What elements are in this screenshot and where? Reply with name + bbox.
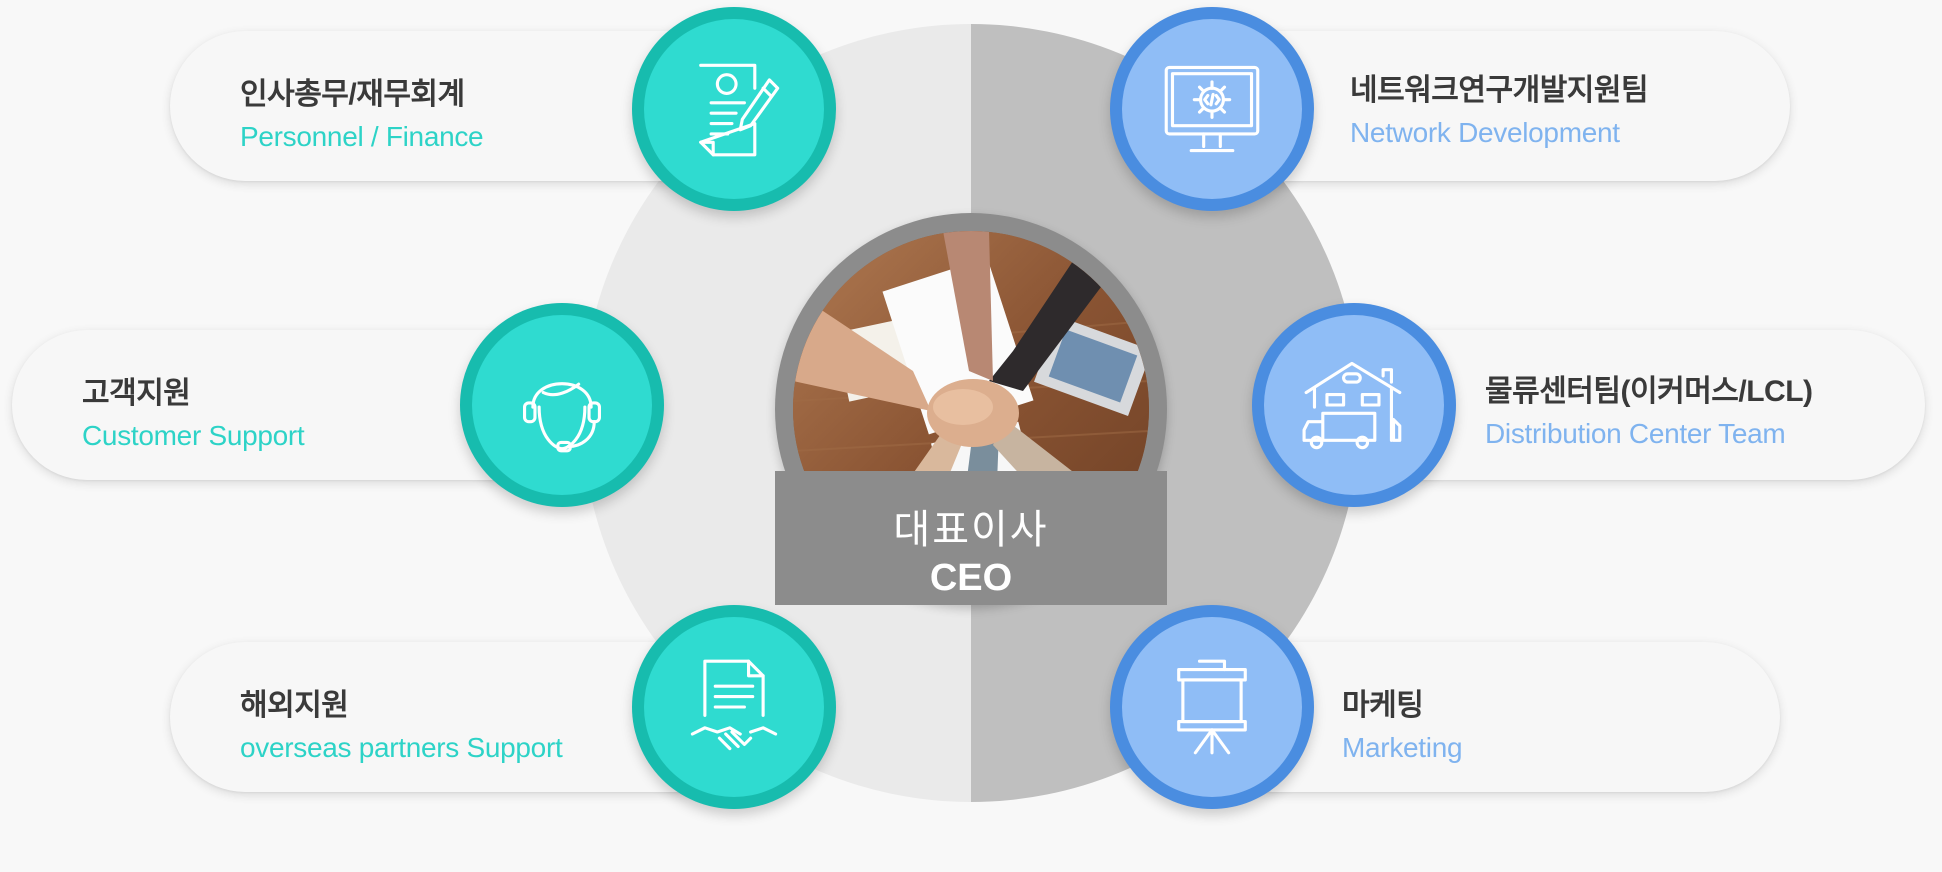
- personnel-icon-circle[interactable]: [632, 7, 836, 211]
- dept-name-kr: 인사총무/재무회계: [240, 78, 465, 111]
- dept-name-en: Personnel / Finance: [240, 121, 484, 152]
- customer-support-icon-circle[interactable]: [460, 303, 664, 507]
- ceo-label-band: [775, 471, 1167, 605]
- dept-name-en: Marketing: [1342, 732, 1463, 763]
- dept-name-kr: 네트워크연구개발지원팀: [1350, 74, 1649, 107]
- dept-name-kr: 고객지원: [82, 377, 191, 410]
- marketing-icon-circle[interactable]: [1110, 605, 1314, 809]
- ceo-title-en: CEO: [929, 557, 1013, 599]
- network-dev-icon-circle[interactable]: [1110, 7, 1314, 211]
- dept-name-kr: 마케팅: [1342, 689, 1424, 722]
- overseas-support-icon-circle[interactable]: [632, 605, 836, 809]
- dept-name-en: Customer Support: [82, 420, 305, 451]
- dept-name-kr: 해외지원: [240, 689, 349, 722]
- ceo-title-kr: 대표이사: [893, 508, 1049, 552]
- document-pen-icon: [699, 63, 780, 157]
- distribution-center-icon-circle[interactable]: [1252, 303, 1456, 507]
- dept-name-en: Distribution Center Team: [1485, 418, 1786, 449]
- dept-name-en: overseas partners Support: [240, 732, 563, 763]
- team-hands-stacked-photo: [793, 231, 1149, 587]
- ceo-circle[interactable]: 대표이사 CEO: [775, 213, 1167, 605]
- headset-agent-icon: [523, 382, 601, 453]
- document-handshake-icon: [690, 659, 778, 751]
- dept-name-en: Network Development: [1350, 117, 1620, 148]
- monitor-code-gear-icon: [1164, 65, 1260, 153]
- presentation-easel-icon: [1177, 659, 1247, 755]
- dept-name-kr: 물류센터팀(이커머스/LCL): [1485, 375, 1813, 408]
- warehouse-truck-icon: [1302, 361, 1402, 450]
